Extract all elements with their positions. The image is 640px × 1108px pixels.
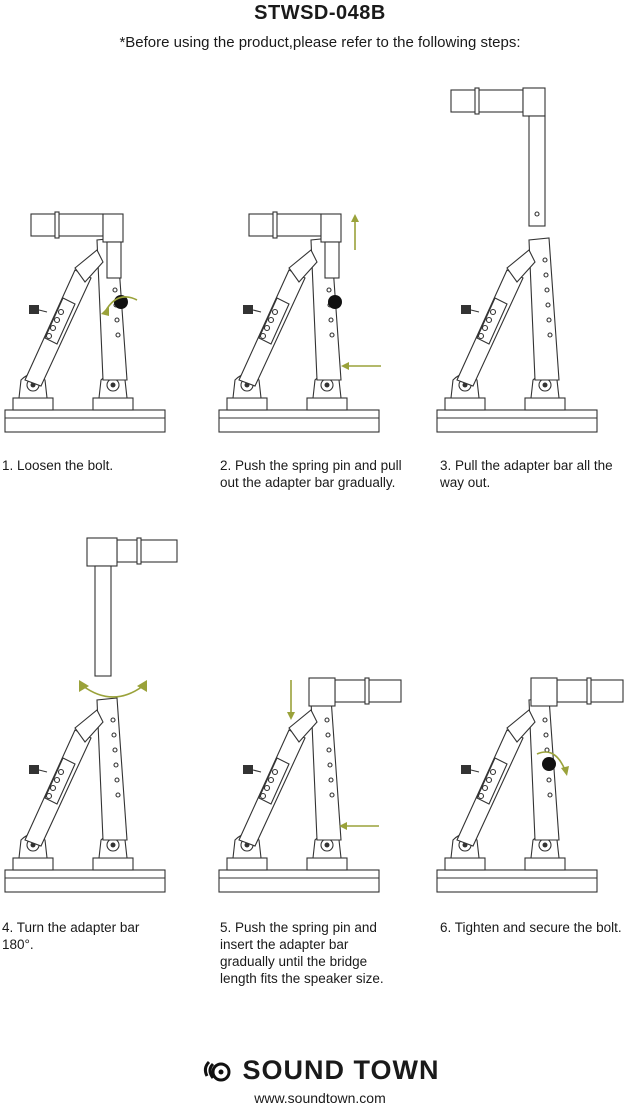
- step-6-illustration: [436, 677, 624, 893]
- page-subtitle: *Before using the product,please refer t…: [119, 34, 521, 51]
- step-3-illustration: [436, 87, 598, 433]
- step-2-caption: 2. Push the spring pin and pull out the …: [220, 458, 402, 490]
- brand-logo: SOUND TOWN: [0, 1054, 640, 1091]
- step-4-illustration: [4, 537, 178, 893]
- step-6-caption: 6. Tighten and secure the bolt.: [440, 920, 622, 935]
- step-5-illustration: [218, 677, 402, 893]
- step-3-caption: 3. Pull the adapter bar all the way out.: [440, 458, 613, 490]
- sound-town-logo-icon: [203, 1060, 230, 1082]
- brand-name: SOUND TOWN: [242, 1054, 440, 1085]
- step-2-illustration: [218, 211, 381, 433]
- step-1-caption: 1. Loosen the bolt.: [2, 458, 114, 473]
- website-url[interactable]: www.soundtown.com: [254, 1090, 386, 1106]
- step-1-illustration: [4, 211, 166, 433]
- step-4-caption: 4. Turn the adapter bar 180°.: [2, 920, 140, 952]
- page-title: STWSD-048B: [254, 2, 386, 24]
- step-5-caption: 5. Push the spring pin and insert the ad…: [220, 920, 384, 986]
